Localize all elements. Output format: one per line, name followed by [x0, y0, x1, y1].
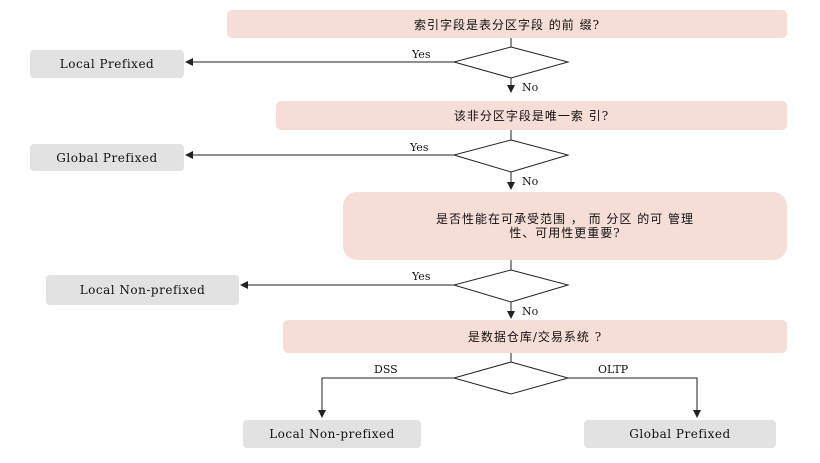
question-text: 索引字段是表分区字段 的前 缀? [413, 17, 601, 32]
outcome-label: Local Prefixed [59, 57, 155, 71]
decision-diamond-4 [452, 361, 570, 395]
outcome-label: Local Non-prefixed [79, 283, 206, 297]
question-text-line-2: 性、可用性更重要? [509, 226, 621, 240]
outcome-local-non-prefixed-dss: Local Non-prefixed [243, 420, 421, 448]
question-text: 是数据仓库/交易系统 ? [467, 330, 603, 344]
edge-label-no: No [522, 81, 539, 94]
decision-diamond-1 [452, 46, 570, 79]
edge-label-yes: Yes [412, 48, 431, 61]
question-dss-or-oltp: 是数据仓库/交易系统 ? [283, 320, 787, 353]
outcome-label: Global Prefixed [629, 427, 731, 441]
outcome-local-non-prefixed: Local Non-prefixed [46, 275, 239, 305]
question-text: 该非分区字段是唯一索 引? [453, 109, 610, 123]
edge-label-dss: DSS [374, 363, 398, 376]
outcome-label: Local Non-prefixed [269, 427, 395, 441]
edge-label-yes: Yes [412, 270, 431, 283]
question-text-line-1: 是否性能在可承受范围 ， 而 分区 的可 管理 [435, 212, 695, 226]
outcome-global-prefixed-oltp: Global Prefixed [584, 420, 776, 448]
edge-label-oltp: OLTP [598, 363, 629, 376]
edge-label-no: No [522, 175, 539, 188]
outcome-local-prefixed: Local Prefixed [30, 50, 184, 78]
decision-diamond-3 [452, 269, 570, 303]
decision-diamond-2 [452, 139, 570, 173]
question-performance-vs-manageability: 是否性能在可承受范围 ， 而 分区 的可 管理 性、可用性更重要? [343, 192, 787, 260]
outcome-label: Global Prefixed [56, 150, 158, 165]
edge-label-yes: Yes [410, 141, 429, 154]
question-prefix-of-partition-key: 索引字段是表分区字段 的前 缀? [227, 10, 787, 38]
outcome-global-prefixed: Global Prefixed [30, 144, 184, 171]
question-unique-index: 该非分区字段是唯一索 引? [276, 101, 787, 130]
edge-label-no: No [522, 305, 539, 318]
